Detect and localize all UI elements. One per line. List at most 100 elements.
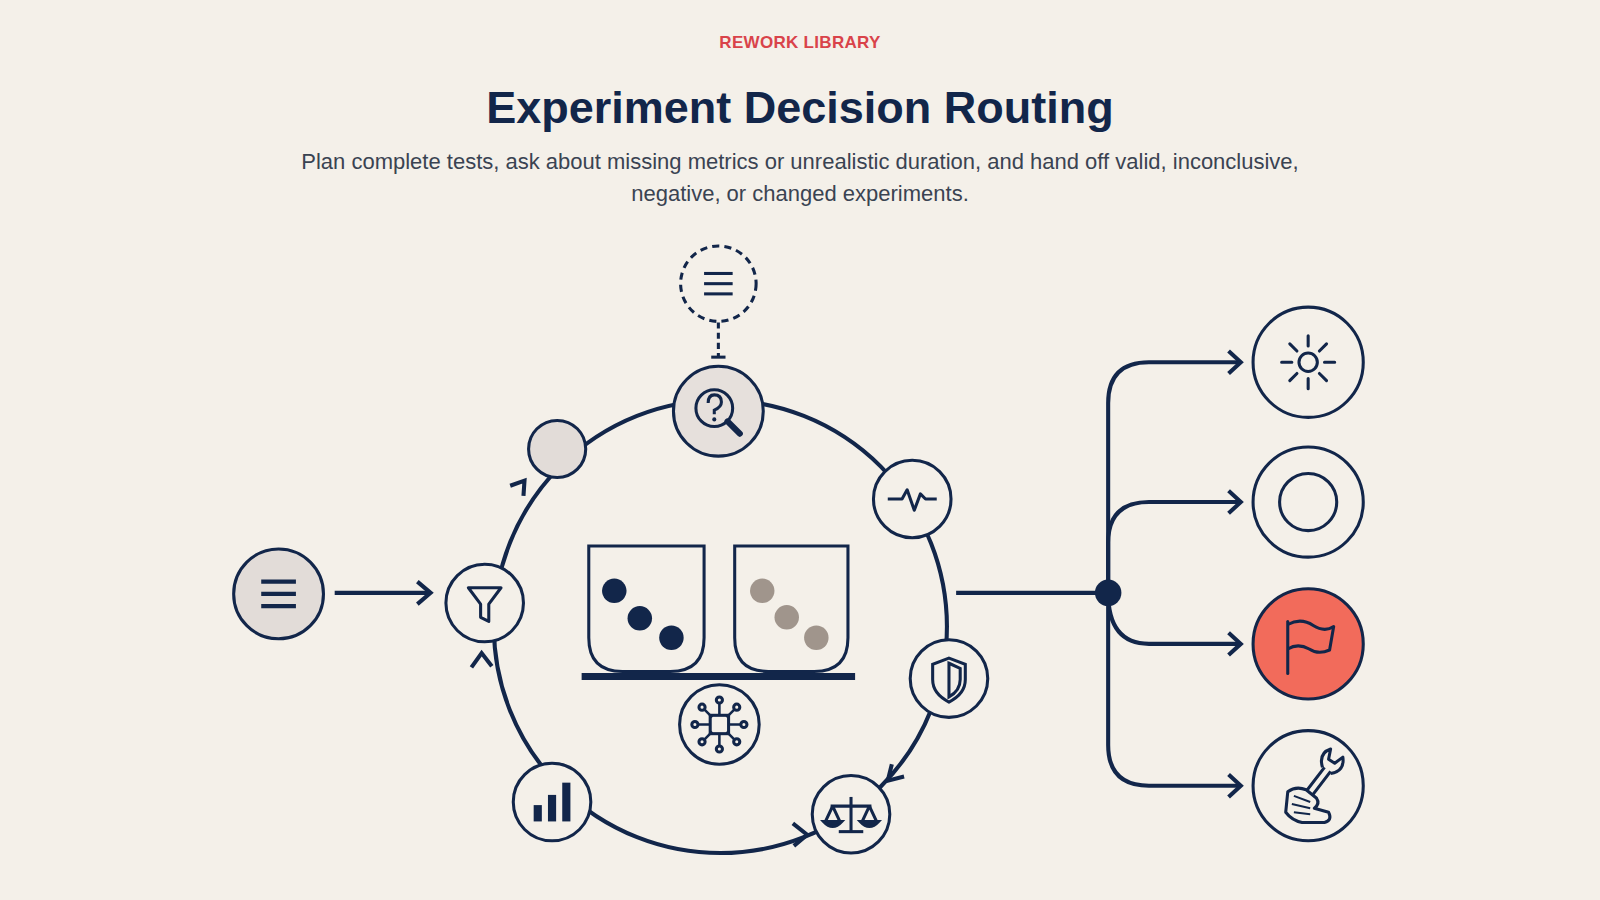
ab-cups-part [750, 579, 774, 603]
branch-router-part [1108, 502, 1239, 593]
input-arrow-part [417, 582, 430, 604]
shield-icon-part [949, 663, 960, 697]
bar-chart-icon-part [534, 805, 542, 821]
dashed-list-icon-part [704, 272, 733, 275]
scales-icon [812, 776, 890, 854]
shield-icon [910, 640, 988, 718]
chip-icon [680, 685, 760, 765]
dashed-link [711, 322, 725, 357]
ab-cups-part [804, 626, 828, 650]
wrench-outcome-icon-part [1321, 749, 1343, 773]
wrench-outcome-icon-part [1253, 731, 1363, 841]
chip-icon-part [699, 704, 705, 710]
dashed-link-part [717, 322, 720, 357]
question-icon-part [673, 366, 763, 456]
ab-cups-part [735, 546, 848, 672]
loop-ring-part [510, 481, 524, 496]
loop-ring-part [494, 400, 947, 853]
branch-router-part [1229, 633, 1241, 655]
branch-router-part [1229, 774, 1241, 796]
funnel-icon [446, 564, 524, 642]
flag-outcome-icon-part [1253, 589, 1363, 699]
scales-icon-part [849, 797, 852, 832]
branch-router-part [1095, 580, 1122, 607]
sun-outcome-icon-part [1282, 336, 1335, 389]
input-list-icon-part [261, 604, 296, 608]
question-icon [673, 366, 763, 456]
pulse-icon-part [873, 460, 951, 538]
bar-chart-icon-part [513, 763, 591, 841]
scales-icon-part [839, 830, 863, 833]
ab-cups-part [774, 605, 798, 629]
chip-icon-part [699, 739, 705, 745]
input-list-icon [234, 549, 324, 639]
ab-cups-part [602, 579, 626, 603]
branch-router-part [1108, 362, 1239, 593]
branch-router [956, 351, 1241, 797]
blank-step-icon-part [529, 420, 586, 477]
input-arrow-part [335, 591, 430, 595]
funnel-icon-part [446, 564, 524, 642]
question-icon-part [712, 417, 716, 421]
branch-router-part [1229, 351, 1241, 373]
question-icon-part [708, 395, 721, 414]
funnel-icon-part [468, 588, 501, 622]
scales-icon-part [831, 805, 872, 808]
ab-cups [582, 546, 855, 677]
sun-outcome-icon [1253, 307, 1363, 417]
diagram-title: Experiment Decision Routing [0, 80, 1600, 136]
chip-icon-part [710, 715, 728, 733]
ab-cups-part [589, 546, 704, 672]
input-list-icon-part [261, 580, 296, 584]
ab-cups-part [628, 606, 652, 630]
scales-icon-part [860, 806, 878, 826]
chip-icon-part [734, 739, 740, 745]
ring-outcome-icon-part [1280, 473, 1337, 530]
diagram-caption: Plan complete tests, ask about missing m… [295, 146, 1305, 210]
branch-router-part [1108, 593, 1239, 644]
branch-router-part [1108, 593, 1239, 786]
ab-cups-part [582, 673, 855, 680]
library-eyebrow: REWORK LIBRARY [0, 33, 1600, 53]
shield-icon-part [910, 640, 988, 718]
ring-outcome-icon [1253, 447, 1363, 557]
bar-chart-icon [513, 763, 591, 841]
ring-outcome-icon-part [1253, 447, 1363, 557]
scales-icon-part [823, 806, 841, 826]
loop-ring-part [793, 823, 807, 845]
question-icon-part [728, 421, 740, 433]
input-list-icon-part [234, 549, 324, 639]
pulse-icon-part [888, 490, 937, 510]
chip-icon-part [692, 721, 698, 727]
chip-icon-part [741, 721, 747, 727]
bar-chart-icon-part [548, 795, 556, 822]
sun-outcome-icon-part [1253, 307, 1363, 417]
pulse-icon [873, 460, 951, 538]
input-arrow [335, 582, 431, 604]
blank-step-icon [529, 420, 586, 477]
loop-ring-part [888, 764, 904, 780]
wrench-outcome-icon-part [1286, 788, 1330, 822]
chip-icon-part [716, 746, 722, 752]
dashed-link-part [711, 356, 725, 359]
dashed-list-icon [681, 246, 757, 322]
dashed-list-icon-part [681, 246, 757, 322]
wrench-outcome-icon [1253, 731, 1363, 841]
loop-ring-part [471, 653, 491, 667]
ab-cups-part [659, 626, 683, 650]
branch-router-part [956, 591, 1108, 595]
wrench-outcome-icon-part [1292, 796, 1310, 814]
input-list-icon-part [261, 592, 296, 596]
sun-outcome-icon-part [1299, 353, 1317, 371]
dashed-list-icon-part [704, 292, 733, 295]
chip-icon-part [716, 697, 722, 703]
dashed-list-icon-part [704, 282, 733, 285]
shield-icon-part [933, 658, 966, 702]
flag-outcome-icon-part [1288, 621, 1334, 652]
flag-outcome-icon [1253, 589, 1363, 699]
scales-icon-part [812, 776, 890, 854]
chip-icon-part [680, 685, 760, 765]
branch-router-part [1229, 491, 1241, 513]
